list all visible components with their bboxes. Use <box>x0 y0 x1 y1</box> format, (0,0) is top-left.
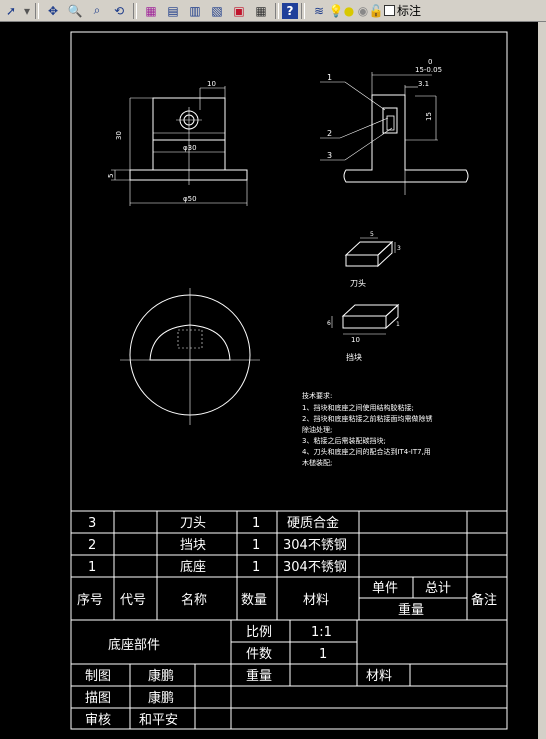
bom-name: 底座 <box>180 559 206 575</box>
dim-phi50: φ50 <box>183 195 197 203</box>
drawing-border <box>70 31 508 730</box>
knife-head-sketch <box>344 237 396 268</box>
tech-line: 木槌装配; <box>302 458 332 467</box>
knife-width: 5 <box>370 231 374 238</box>
title-block-lines <box>71 620 507 729</box>
toolbar-separator <box>275 2 279 19</box>
section-view <box>320 72 469 195</box>
part-name: 底座部件 <box>108 637 160 653</box>
bom-header-qty: 数量 <box>241 593 267 608</box>
dropdown-arrow-icon[interactable]: ▾ <box>23 3 31 18</box>
checked-by: 和平安 <box>139 713 178 728</box>
stop-block-label: 挡块 <box>346 352 362 362</box>
toolbar-separator <box>301 2 305 19</box>
dim-tol-zero: 0 <box>428 58 432 66</box>
bom-header-name: 名称 <box>181 592 207 608</box>
zoom-realtime-icon[interactable]: 🔍 <box>67 3 83 18</box>
scale-value: 1:1 <box>311 625 332 640</box>
layer-icon[interactable]: ≋ <box>313 3 325 18</box>
light-icon[interactable]: 💡 <box>328 3 344 18</box>
drawn-by: 康鹏 <box>148 668 174 684</box>
toolbar: ➚ ▾ ✥ 🔍 ⌕ ⟲ ▦ ▤ ▥ ▧ ▣ ▦ ? ≋ 💡 ● ◉ 🔓 标注 <box>0 0 546 22</box>
bom-name: 刀头 <box>180 516 206 531</box>
front-view <box>111 86 248 206</box>
bom-qty: 1 <box>252 516 260 531</box>
bom-header-total: 总计 <box>425 581 451 596</box>
pan-icon[interactable]: ✥ <box>47 3 59 18</box>
sheet-set-icon[interactable]: ▧ <box>211 3 223 18</box>
bom-header-no: 序号 <box>77 593 103 608</box>
tech-title: 技术要求: <box>302 391 332 400</box>
scale-label: 比例 <box>246 625 272 640</box>
design-center-icon[interactable]: ▤ <box>167 3 179 18</box>
sun-icon[interactable]: ● <box>343 3 355 18</box>
bom-no: 1 <box>88 560 96 575</box>
layer-name[interactable]: 标注 <box>397 4 422 18</box>
bom-material: 304不锈钢 <box>283 560 347 575</box>
stop-block-sketch <box>331 303 400 335</box>
stop-height: 6 <box>327 320 331 327</box>
bom-material: 硬质合金 <box>287 515 339 531</box>
lock-icon[interactable]: 🔓 <box>368 3 384 18</box>
tech-line: 1、挡块和底座之间使用结构胶粘接; <box>302 403 414 412</box>
tool-palette-icon[interactable]: ▥ <box>189 3 201 18</box>
bom-header-weight: 重量 <box>398 602 424 618</box>
properties-icon[interactable]: ▦ <box>145 3 157 18</box>
quickcalc-icon[interactable]: ▦ <box>255 3 267 18</box>
bom-header-material: 材料 <box>303 593 329 608</box>
layer-color-swatch[interactable] <box>384 5 395 16</box>
leader-2: 2 <box>327 129 332 138</box>
help-icon[interactable]: ? <box>282 2 298 19</box>
bom-header-unit: 单件 <box>372 581 398 596</box>
dim-tol-15: 15-0.05 <box>415 66 442 74</box>
stop-depth: 1 <box>396 321 400 328</box>
leader-1: 1 <box>327 73 332 82</box>
dim-15: 15 <box>425 112 433 121</box>
drawing-canvas[interactable]: 10 30 φ30 5 φ50 0 15-0.05 3.1 15 1 2 3 5… <box>0 22 546 739</box>
dim-5: 5 <box>107 174 115 178</box>
vertical-scrollbar[interactable] <box>538 22 546 739</box>
toolbar-separator <box>35 2 39 19</box>
dim-3-1: 3.1 <box>418 80 429 88</box>
bom-material: 304不锈钢 <box>283 538 347 553</box>
dim-30: 30 <box>115 131 123 140</box>
stop-width: 10 <box>351 336 360 344</box>
traced-label: 描图 <box>85 691 111 706</box>
tech-line: 3、粘接之后需装配碳挡块; <box>302 436 386 445</box>
drawn-label: 制图 <box>85 669 111 684</box>
bom-no: 2 <box>88 538 96 553</box>
bom-name: 挡块 <box>180 538 206 553</box>
tech-line: 2、挡块和底座粘接之前粘接面均需做除锈 <box>302 414 432 423</box>
material-label: 材料 <box>366 669 392 684</box>
count-value: 1 <box>319 647 327 662</box>
knife-head-label: 刀头 <box>350 278 366 288</box>
checked-label: 审核 <box>85 713 111 728</box>
tech-line: 4、刀头和底座之间的配合达到IT4-IT7,用 <box>302 447 431 456</box>
cursor-icon[interactable]: ➚ <box>5 3 17 18</box>
count-label: 件数 <box>246 647 272 662</box>
bom-header-remark: 备注 <box>471 592 497 608</box>
tech-line: 除油处理; <box>302 425 332 434</box>
bom-qty: 1 <box>252 538 260 553</box>
dim-10-top: 10 <box>207 80 216 88</box>
bom-table-lines <box>71 510 507 621</box>
weight-label: 重量 <box>246 668 272 684</box>
top-view <box>120 288 260 425</box>
dim-phi30: φ30 <box>183 144 197 152</box>
leader-3: 3 <box>327 151 332 160</box>
bom-header-code: 代号 <box>120 593 146 608</box>
toolbar-separator <box>133 2 137 19</box>
zoom-window-icon[interactable]: ⌕ <box>93 3 101 17</box>
zoom-previous-icon[interactable]: ⟲ <box>113 3 125 18</box>
traced-by: 康鹏 <box>148 690 174 706</box>
freeze-icon[interactable]: ◉ <box>357 3 369 18</box>
bom-qty: 1 <box>252 560 260 575</box>
markup-icon[interactable]: ▣ <box>233 3 245 18</box>
bom-no: 3 <box>88 516 96 531</box>
knife-height: 3 <box>397 245 401 252</box>
